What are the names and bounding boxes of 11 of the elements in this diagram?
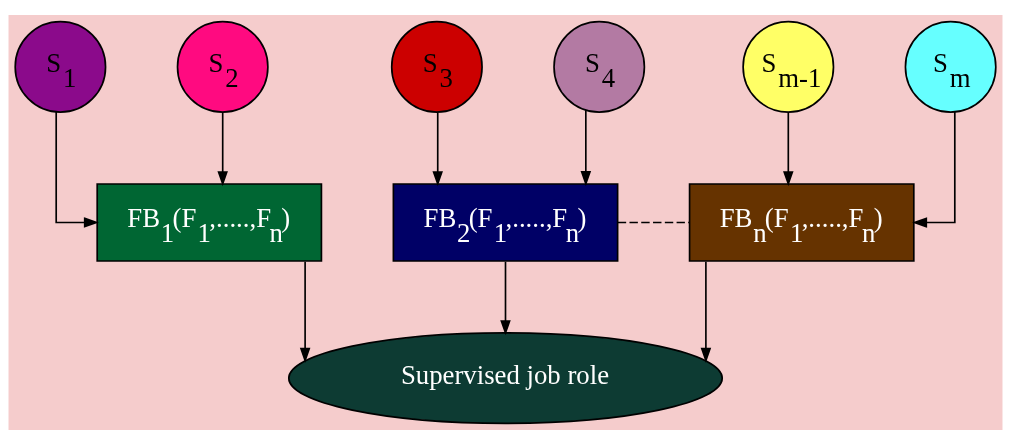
node-ellipse: Supervised job role xyxy=(287,332,724,425)
connector xyxy=(617,221,691,224)
arrow xyxy=(299,260,311,363)
arrow xyxy=(55,111,99,228)
arrow xyxy=(912,111,956,228)
arrow xyxy=(783,111,794,187)
arrow xyxy=(500,260,511,336)
arrow xyxy=(217,111,228,187)
arrow xyxy=(432,111,443,187)
arrow xyxy=(700,260,712,363)
arrow xyxy=(580,109,592,187)
